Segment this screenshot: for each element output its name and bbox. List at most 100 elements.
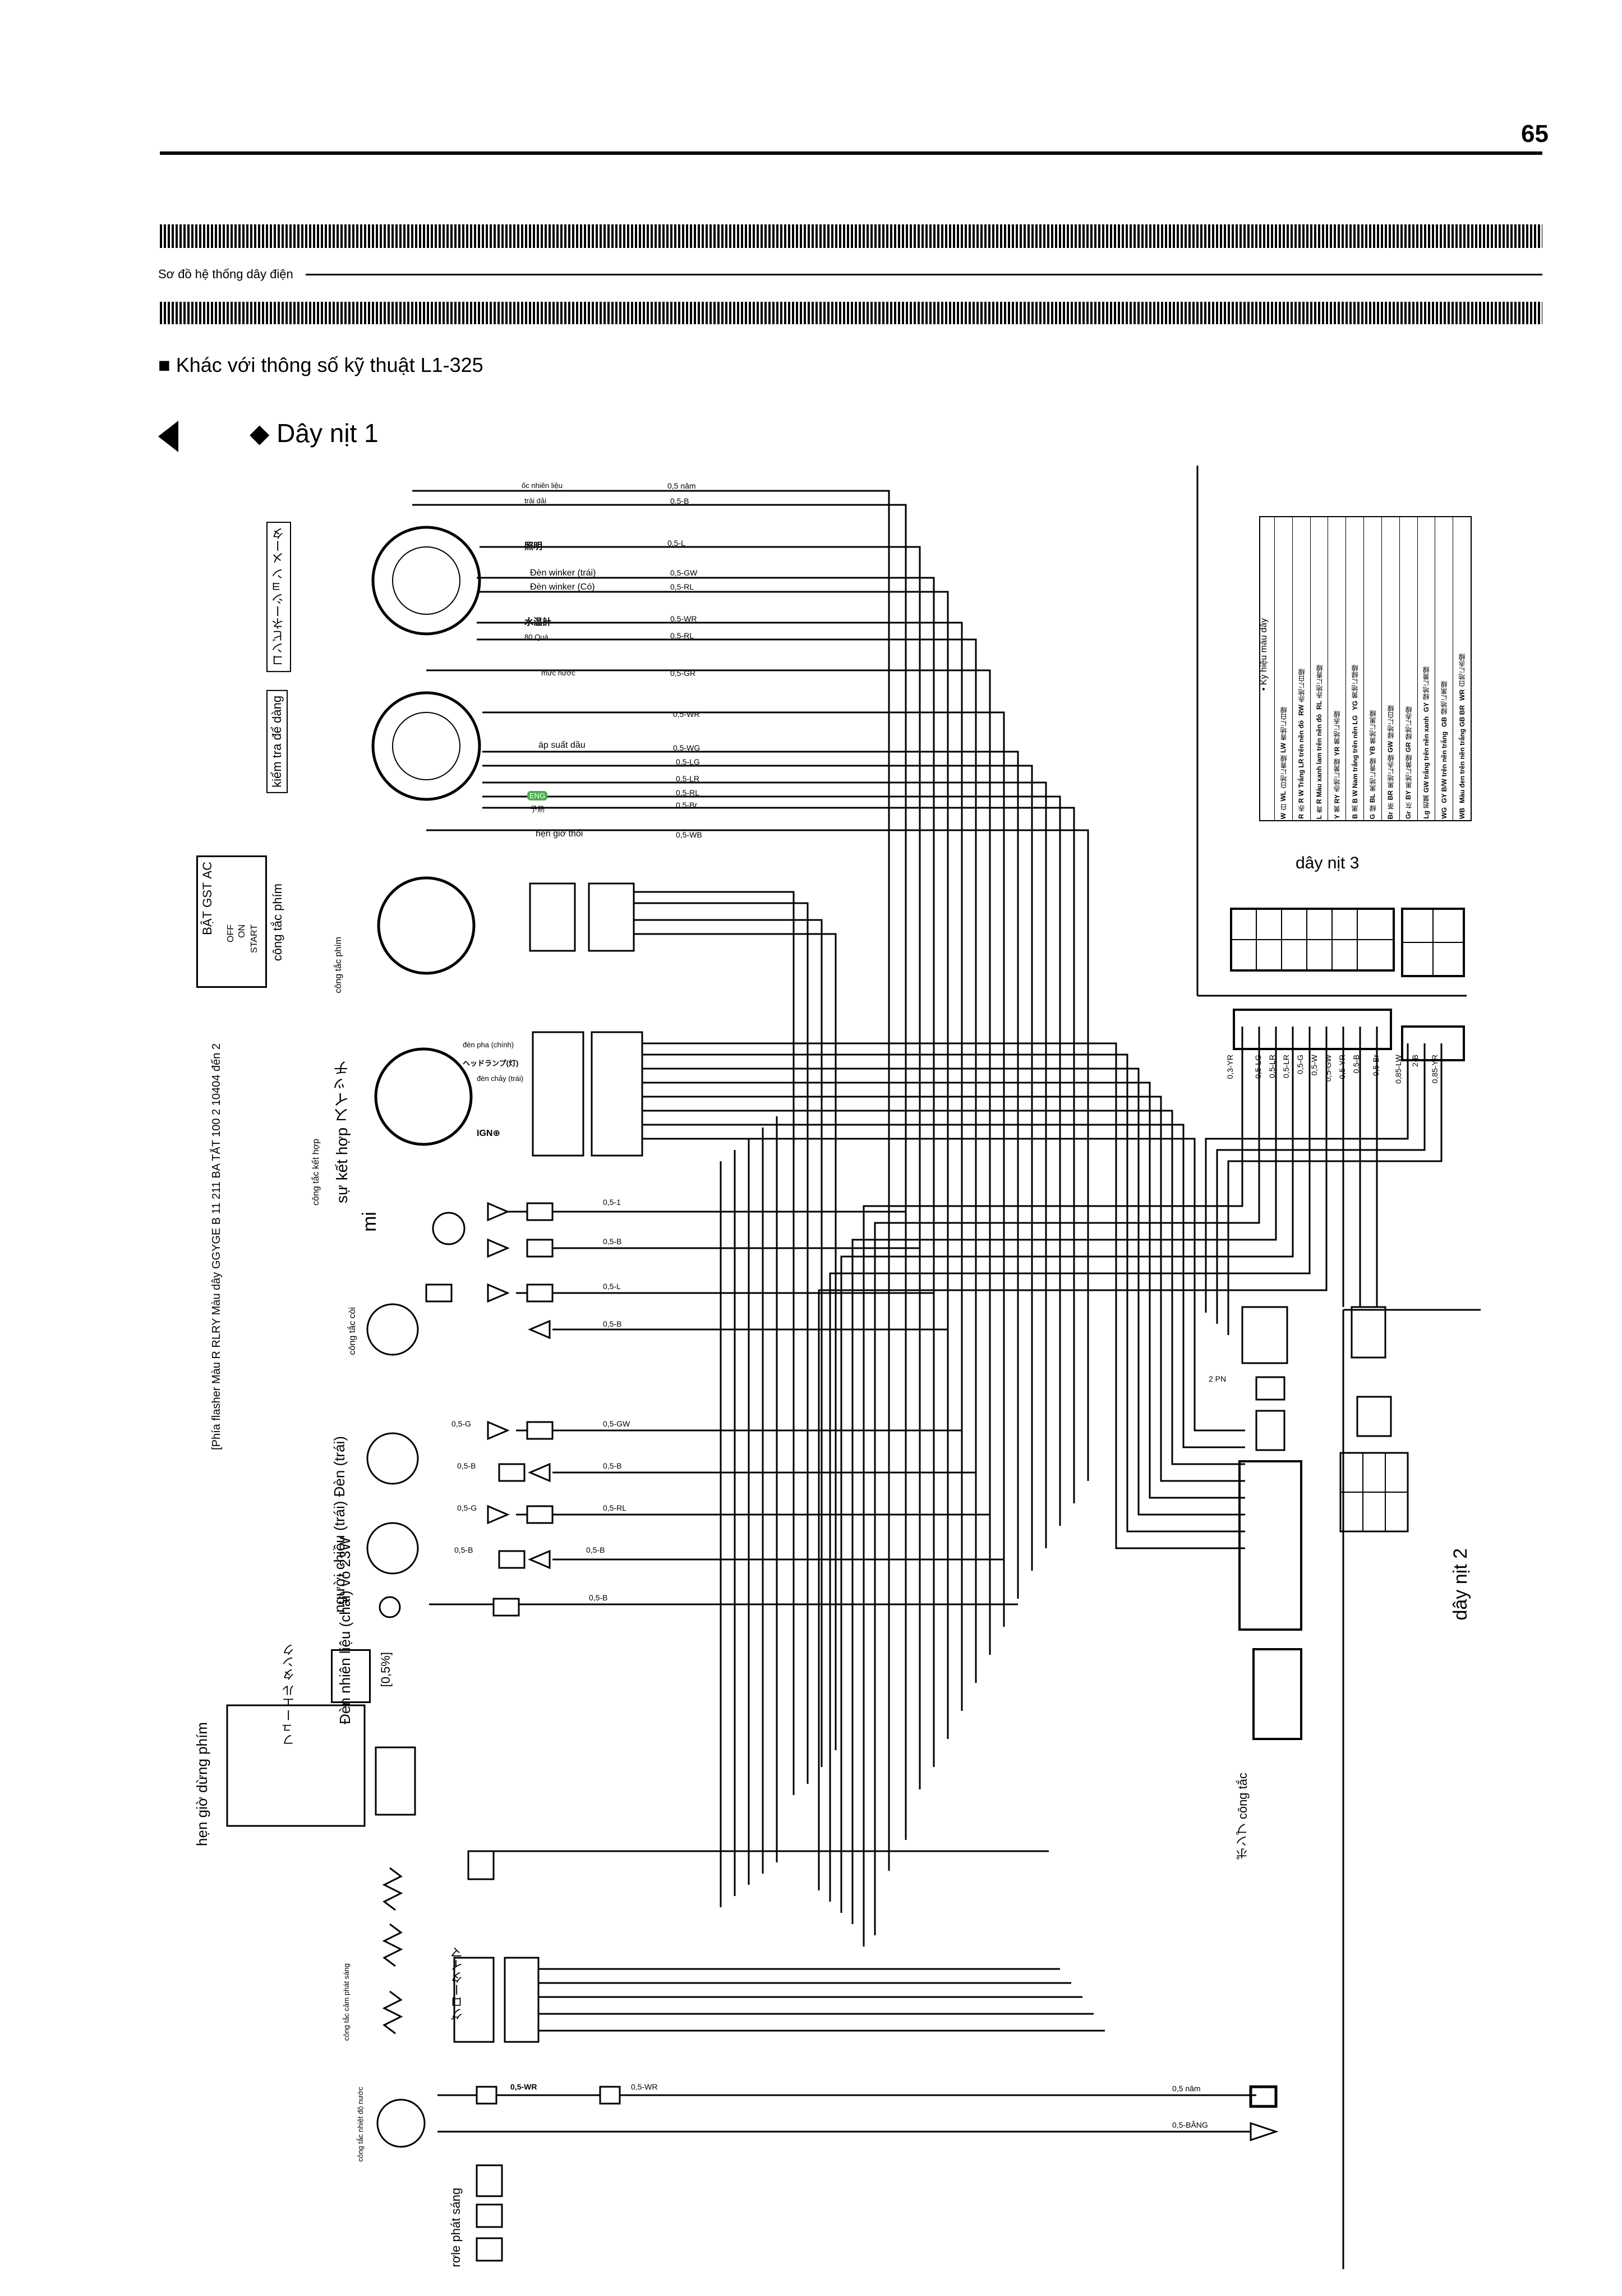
- legend-cell: WG: [1440, 807, 1448, 819]
- legend-cell: R W Trắng LR trên nền đỏ: [1297, 720, 1306, 803]
- key-header-on: BẬT: [200, 911, 214, 935]
- wire-label: 0,5-GW: [670, 568, 698, 577]
- alternator-switch-label: công tắc cảm phát sáng: [342, 1963, 351, 2041]
- legend-cell: GW trắng trên nền xanh: [1422, 716, 1430, 793]
- wire-label: 0,5-RL: [676, 788, 700, 797]
- h3-wire: 0,5-LG: [1254, 1055, 1262, 1079]
- wire-label: 0,5-WR: [670, 614, 697, 623]
- wire-label: 0,5-WR: [510, 2082, 537, 2091]
- legend-cell: 黒地に青線: [1368, 757, 1377, 792]
- meter-winker-l-label: Đèn winker (trái): [530, 568, 596, 578]
- meter-fuel-label: ốc nhiên liệu: [522, 481, 563, 490]
- key-row-on: ON: [237, 924, 247, 938]
- wire-label: 0,5-LG: [676, 757, 700, 766]
- combination-switch-table-label: công tắc kết hợp: [311, 1139, 321, 1206]
- legend-cell: LW: [1279, 743, 1288, 753]
- key-header-ac: AC: [200, 862, 214, 879]
- h3-wire: 0,3-YR: [1225, 1055, 1234, 1079]
- legend-cell: 緑地に赤線: [1404, 706, 1413, 740]
- wire-label: 0,5-1: [603, 1198, 621, 1207]
- water-temp-switch-label: công tắc nhiệt độ nước: [356, 2087, 365, 2162]
- wire-label: 0,5 nâm: [1172, 2084, 1201, 2093]
- check-meter-label: kiểm tra để dàng: [266, 690, 288, 793]
- legend-cell: 白地に青線: [1279, 755, 1288, 789]
- legend-cell: 緑地に白線: [1386, 705, 1395, 739]
- fuel-tank-size: [0,5%]: [379, 1652, 393, 1687]
- harness-title: ◆ Dây nịt 1: [250, 418, 379, 448]
- legend-cell: RY: [1333, 794, 1341, 803]
- page-number: 65: [1521, 120, 1549, 148]
- legend-cell: 黒地に黄線: [1404, 754, 1413, 789]
- pump-switch-label: ポンプ công tắc: [1236, 1773, 1250, 1860]
- meter-oil-pressure-label: áp suất dầu: [538, 740, 586, 750]
- meter-head-sub-label: đèn chảy (trái): [477, 1074, 524, 1083]
- wire-label: 0,5-RL: [603, 1503, 627, 1512]
- wire-label: 0,5-Br: [676, 800, 698, 809]
- legend-cell: 青: [1315, 806, 1324, 813]
- harness3-label: dây nịt 3: [1296, 854, 1360, 872]
- h3-wire: 0,5-YR: [1338, 1055, 1347, 1079]
- legend-cell: Br: [1386, 811, 1395, 819]
- wire-label: 0,5-RL: [670, 582, 694, 591]
- meter-water-level-label: mức nước: [541, 669, 575, 677]
- meter-head-main-label: đèn pha (chính): [463, 1041, 514, 1049]
- wire-label: 0,5-L: [603, 1282, 621, 1291]
- legend-cell: 赤: [1297, 805, 1306, 812]
- legend-cell: R: [1297, 814, 1306, 819]
- legend-cell: 緑: [1368, 804, 1377, 812]
- legend-cell: 黄地に緑線: [1351, 665, 1360, 699]
- legend-cell: YR: [1333, 747, 1341, 756]
- wire-label: 2 PN: [1209, 1374, 1227, 1383]
- legend-cell: B: [1351, 814, 1359, 819]
- h3-wire: 0,5-GW: [1324, 1055, 1333, 1082]
- wire-label: 0,5-LR: [676, 774, 700, 783]
- wire-label: 0,5-WR: [631, 2082, 658, 2091]
- wire-label: 0,5-BẰNG: [1172, 2120, 1208, 2129]
- key-table-header: BẬT GST AC: [200, 862, 215, 935]
- wire-label: 0,5-B: [603, 1319, 622, 1328]
- h3-wire: 0,5-B: [1352, 1055, 1361, 1074]
- flasher-note: [Phía flasher Màu R RLRY Màu dây GGYGE B…: [210, 1043, 223, 1450]
- legend-cell: G: [1368, 813, 1377, 819]
- hatched-band-top: [160, 224, 1542, 248]
- key-switch-label: công tắc phím: [334, 937, 343, 993]
- legend-cell: 青地に白線: [1279, 707, 1288, 741]
- combination-meter-label: コンビネーション メータ: [266, 522, 291, 673]
- legend-cell: GB: [1440, 716, 1448, 727]
- h3-wire: 0,5-G: [1296, 1055, 1305, 1075]
- legend-cell: BR: [1386, 790, 1395, 800]
- key-row-off: OFF: [226, 924, 236, 942]
- combination-switch-label: sự kết hợp スイッチ: [333, 1060, 351, 1203]
- mi-label: mi: [359, 1212, 380, 1232]
- meter-winker-r-label: Đèn winker (Có): [530, 582, 595, 592]
- legend-cell: GY: [1422, 702, 1430, 712]
- legend-cell: W: [1279, 812, 1288, 819]
- wire-label: 0,5-G: [451, 1419, 472, 1428]
- wire-label: 0,5-B: [454, 1545, 473, 1554]
- h3-wire: 0,85-YR: [1430, 1055, 1439, 1084]
- meter-preheat-label: 予熱: [530, 805, 545, 813]
- key-row-start: START: [250, 924, 259, 953]
- meter-ign-label: IGN⊕: [477, 1129, 500, 1138]
- legend-cell: 若葉: [1422, 795, 1431, 809]
- legend-cell: Gr: [1404, 811, 1413, 819]
- legend-cell: WB: [1458, 808, 1466, 819]
- hatched-band-bottom: [160, 302, 1542, 324]
- h3-wire: 0,5-Br: [1371, 1055, 1380, 1076]
- wire-label: 0,5-B: [589, 1593, 608, 1602]
- key-switch-table: BẬT GST AC OFF ON START: [196, 855, 267, 988]
- meter-water-temp-label: 水温計: [524, 618, 552, 627]
- h3-wire: 0,5-LR: [1268, 1055, 1277, 1079]
- wire-label: 0,5-B: [670, 496, 689, 505]
- key-switch-table-label: công tắc phím: [270, 884, 284, 961]
- legend-cell: Lg: [1422, 811, 1430, 819]
- back-arrow-icon: [158, 421, 178, 452]
- legend-cell: 赤地に白線: [1297, 669, 1306, 703]
